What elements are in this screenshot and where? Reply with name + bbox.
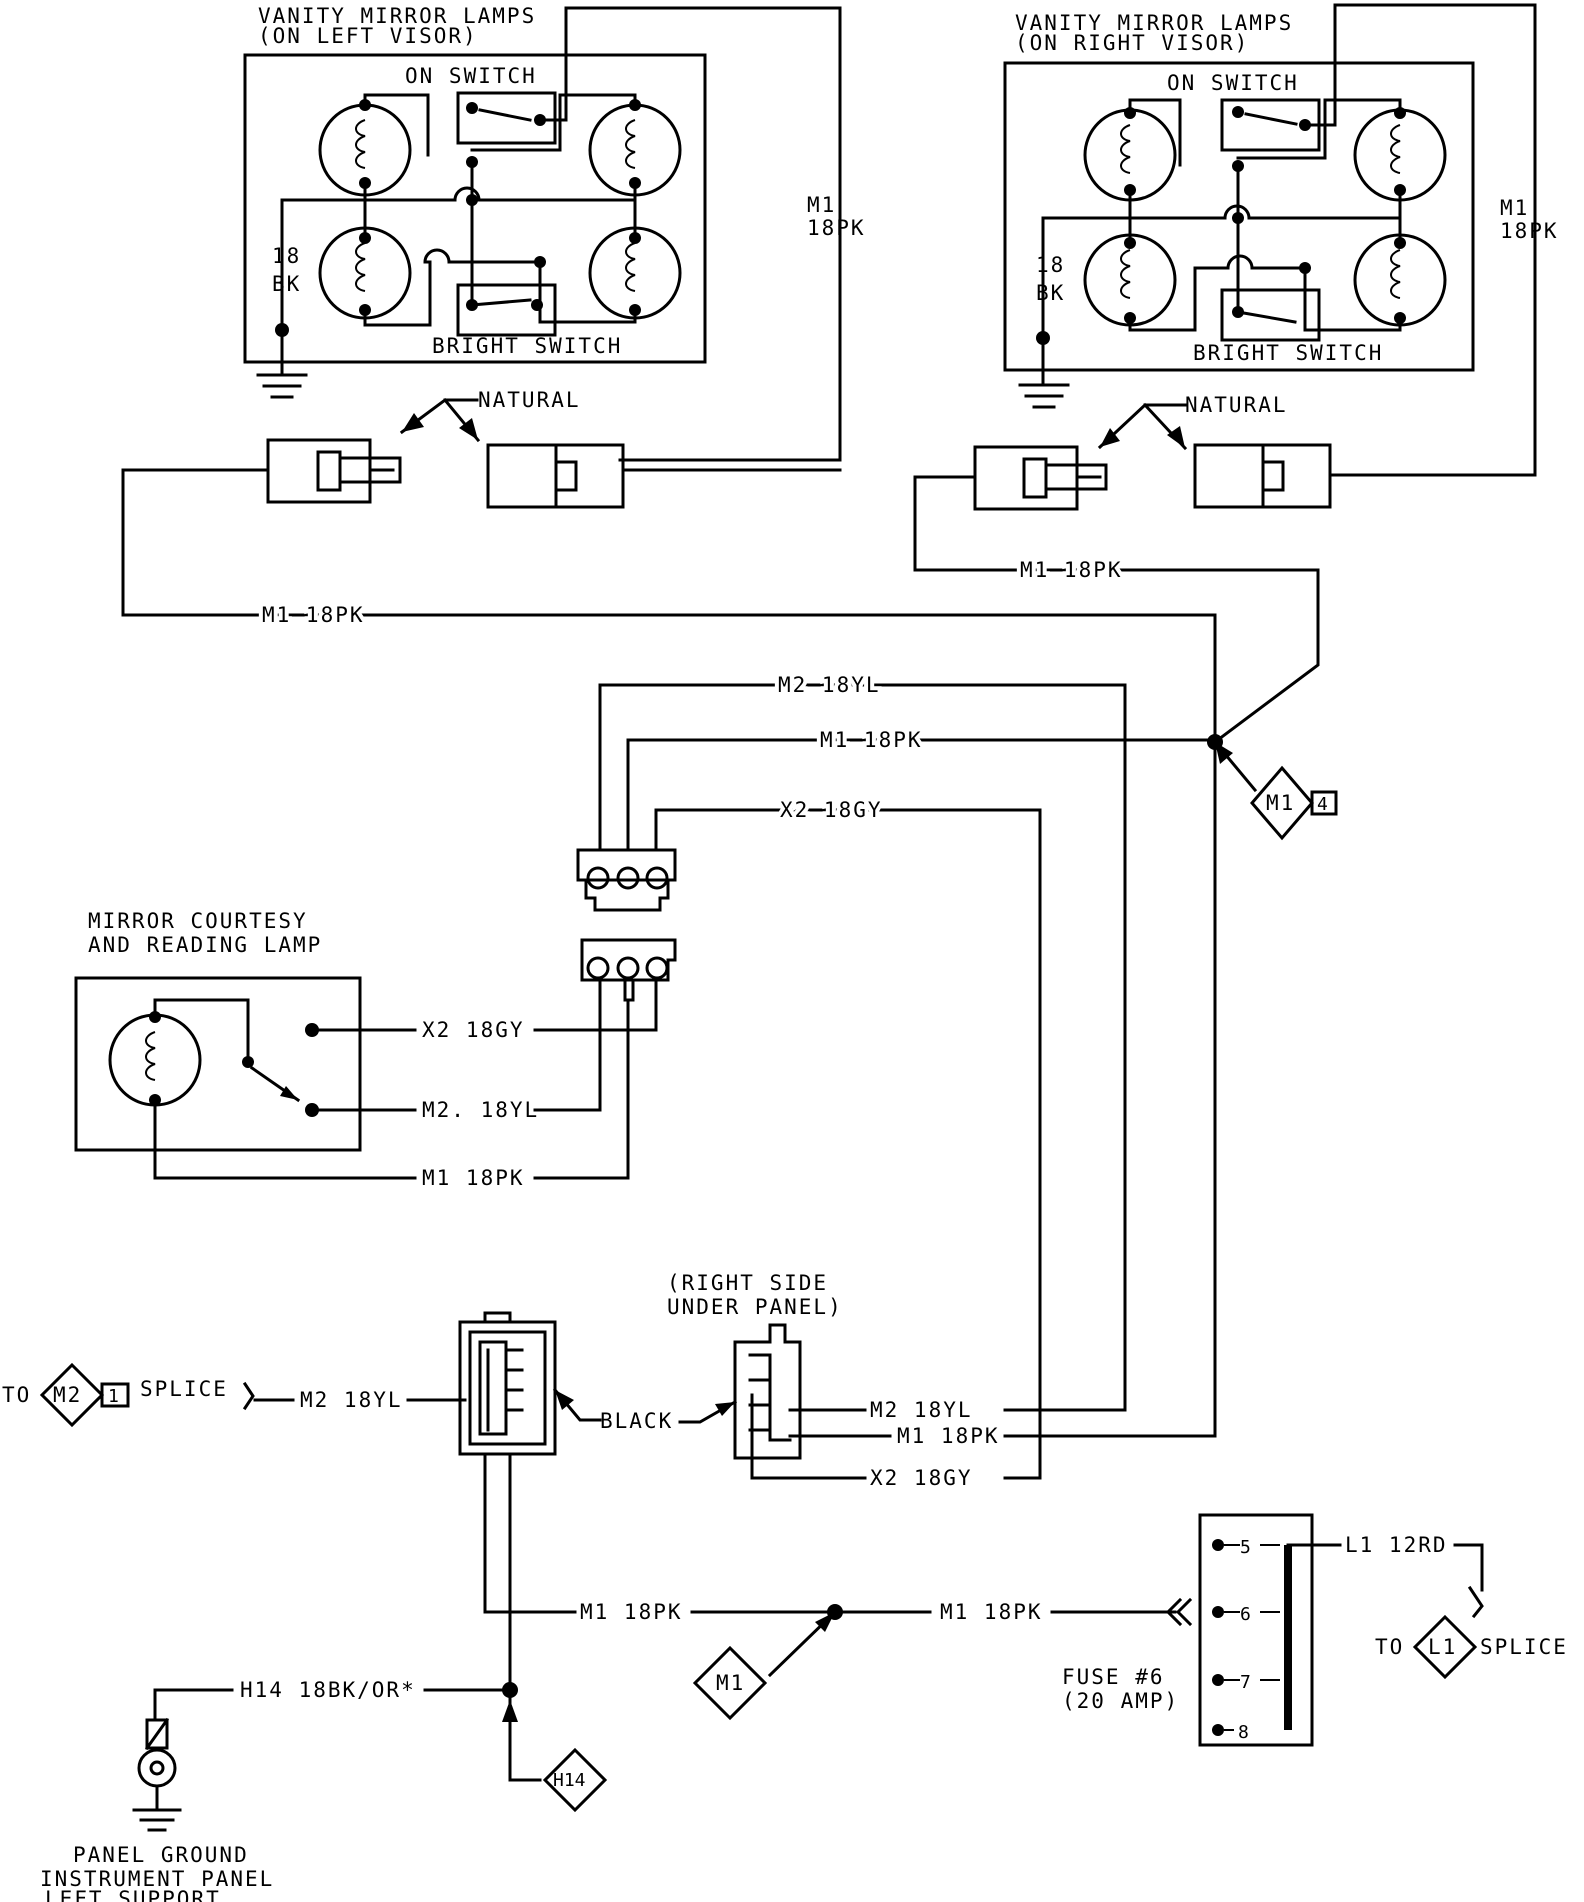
m1-bottom-diamond-label: M1	[716, 1671, 745, 1695]
courtesy-m1-label: M1 18PK	[422, 1166, 525, 1190]
mirror-courtesy-lamp: MIRROR COURTESY AND READING LAMP X2 18GY…	[74, 909, 539, 1190]
h14-connector: H14	[542, 1747, 608, 1813]
fuse-7-label: 7	[1240, 1672, 1251, 1693]
right-bright-switch-label: BRIGHT SWITCH	[1193, 341, 1383, 365]
courtesy-title-1: MIRROR COURTESY	[88, 909, 308, 933]
bright-switch[interactable]	[1220, 262, 1321, 342]
lamp-icon	[318, 99, 412, 197]
left-m1-vert-2: 18PK	[807, 216, 866, 240]
left-connector-male	[266, 438, 402, 504]
right-side-label-2: UNDER PANEL)	[667, 1295, 843, 1319]
h14-wire-label: H14 18BK/OR*	[240, 1678, 416, 1702]
three-way-connector-female[interactable]	[576, 848, 677, 912]
l1-splice-connector: L1	[1412, 1614, 1478, 1680]
left-visor-title-2: (ON LEFT VISOR)	[258, 24, 478, 48]
right-visor-box	[1003, 61, 1475, 372]
m2-upper-label: M2 18YL	[778, 673, 881, 697]
panel-ground-3: LEFT SUPPORT	[45, 1887, 221, 1902]
lamp-icon	[318, 226, 412, 320]
left-visor-box	[243, 53, 707, 364]
lamp-icon	[1083, 107, 1177, 202]
splice-label-left: SPLICE	[140, 1377, 228, 1401]
m1-bottom-right-label: M1 18PK	[940, 1600, 1043, 1624]
m1-splice-connector: M1 4	[1212, 739, 1338, 841]
x2-right-label: X2 18GY	[870, 1466, 973, 1490]
left-bright-switch-label: BRIGHT SWITCH	[432, 334, 622, 358]
fuse-5-label: 5	[1240, 1537, 1251, 1558]
m1-connector-bottom: M1	[692, 1609, 838, 1721]
on-switch[interactable]	[456, 6, 842, 462]
lamp-icon	[1353, 233, 1447, 327]
h14-diamond-label: H14	[553, 1770, 586, 1791]
lower-harness: TO M2 1 SPLICE M2 18YL BLACK (RIGHT SIDE	[2, 1271, 1568, 1902]
left-visor-title-1: VANITY MIRROR LAMPS	[258, 4, 536, 28]
black-label: BLACK	[600, 1409, 673, 1433]
m2-right-label: M2 18YL	[870, 1398, 973, 1422]
right-visor-assembly: VANITY MIRROR LAMPS (ON RIGHT VISOR) ON …	[973, 3, 1559, 511]
panel-ground-1: PANEL GROUND	[73, 1843, 249, 1867]
fuse-label-2: (20 AMP)	[1062, 1689, 1179, 1713]
left-on-switch-label: ON SWITCH	[405, 64, 537, 88]
left-connector-female	[486, 443, 625, 509]
left-visor-assembly: VANITY MIRROR LAMPS (ON LEFT VISOR) ON S…	[243, 4, 866, 509]
lamp-icon	[108, 1011, 202, 1107]
right-natural-label: NATURAL	[1185, 393, 1288, 417]
to-label-left: TO	[2, 1383, 31, 1407]
x2-upper-label: X2 18GY	[780, 798, 883, 822]
m1-right-run-label: M1 18PK	[1020, 558, 1123, 582]
left-ground-wire-2: BK	[272, 272, 301, 296]
lamp-icon	[1353, 107, 1447, 202]
lamp-icon	[1083, 233, 1177, 327]
main-wiring: M1 18PK M1 18PK M1 4 M2 18YL M1 18PK X2 …	[121, 468, 1338, 1480]
m1-bottom-left-label: M1 18PK	[580, 1600, 683, 1624]
courtesy-m2-label: M2. 18YL	[422, 1098, 539, 1122]
m1-splice-number: 4	[1317, 794, 1328, 815]
fuse-6-label: 6	[1240, 1604, 1251, 1625]
right-connector-female	[1193, 443, 1332, 509]
fuse-block[interactable]: 5 6 7 8	[1198, 1513, 1314, 1747]
to-label-right: TO	[1375, 1635, 1404, 1659]
m2-splice-connector: M2 1	[39, 1362, 130, 1428]
courtesy-x2-label: X2 18GY	[422, 1018, 525, 1042]
ground-icon	[1018, 336, 1070, 409]
bright-switch[interactable]	[456, 256, 557, 337]
fuse-8-label: 8	[1238, 1722, 1249, 1743]
m2-splice-number: 1	[108, 1386, 119, 1407]
m1-upper-label: M1 18PK	[820, 728, 923, 752]
right-ground-wire-2: BK	[1036, 281, 1065, 305]
l1-diamond-label: L1	[1428, 1635, 1457, 1659]
left-natural-label: NATURAL	[478, 388, 581, 412]
three-way-connector-male[interactable]	[580, 938, 677, 1002]
right-side-label-1: (RIGHT SIDE	[667, 1271, 828, 1295]
right-m1-vert-2: 18PK	[1500, 219, 1559, 243]
ground-icon	[256, 328, 308, 399]
panel-ground-icon	[132, 1717, 182, 1832]
on-switch[interactable]	[1220, 3, 1537, 477]
m1-right-label: M1 18PK	[897, 1424, 1000, 1448]
fuse-label-1: FUSE #6	[1062, 1665, 1165, 1689]
m2-left-label: M2 18YL	[300, 1388, 403, 1412]
left-panel-connector[interactable]	[458, 1311, 557, 1456]
panel-ground-2: INSTRUMENT PANEL	[40, 1867, 274, 1891]
lamp-icon	[588, 99, 682, 197]
right-on-switch-label: ON SWITCH	[1167, 71, 1299, 95]
splice-label-right: SPLICE	[1480, 1635, 1568, 1659]
m1-left-run-label: M1 18PK	[262, 603, 365, 627]
right-panel-connector[interactable]	[733, 1323, 802, 1480]
m1-splice-label: M1	[1266, 791, 1295, 815]
courtesy-title-2: AND READING LAMP	[88, 933, 322, 957]
m2-splice-label: M2	[53, 1383, 82, 1407]
lamp-icon	[588, 226, 682, 320]
right-ground-wire-1: 18	[1036, 253, 1065, 277]
right-visor-title-1: VANITY MIRROR LAMPS	[1015, 11, 1293, 35]
right-m1-vert-1: M1	[1500, 196, 1529, 220]
l1-wire-label: L1 12RD	[1345, 1533, 1448, 1557]
right-connector-male	[973, 445, 1108, 511]
left-ground-wire-1: 18	[272, 244, 301, 268]
left-m1-vert-1: M1	[807, 193, 836, 217]
right-visor-title-2: (ON RIGHT VISOR)	[1015, 31, 1249, 55]
